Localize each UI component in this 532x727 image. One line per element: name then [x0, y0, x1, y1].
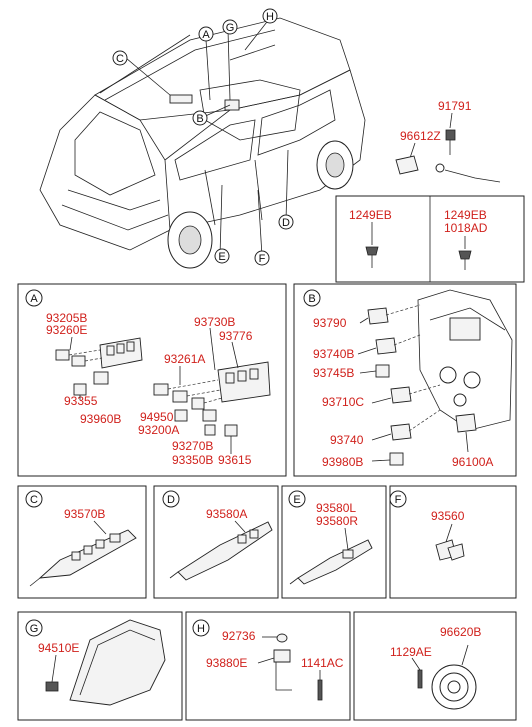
- panel-h: H 92736 93880E 1141AC: [185, 611, 351, 721]
- top-right-parts: 96612Z 91791 1249EB 1249EB 1018AD: [335, 99, 525, 283]
- part-93580L: 93580L: [316, 501, 356, 515]
- panel-b: B 93790 93740B 93745B 93710C 93740 93980…: [293, 283, 517, 477]
- part-1249EB-right: 1249EB: [444, 208, 487, 222]
- panel-horn: 96620B 1129AE: [353, 611, 517, 721]
- part-93615: 93615: [218, 453, 252, 467]
- part-96612Z: 96612Z: [400, 129, 441, 143]
- part-94510E: 94510E: [38, 641, 79, 655]
- part-1018AD: 1018AD: [444, 221, 488, 235]
- panel-c: C 93570B: [17, 485, 147, 599]
- panel-c-letter: C: [30, 494, 38, 506]
- part-93560: 93560: [431, 509, 465, 523]
- part-1249EB-left: 1249EB: [349, 208, 392, 222]
- part-93740B: 93740B: [313, 347, 354, 361]
- part-93355: 93355: [64, 394, 98, 408]
- part-93960B: 93960B: [80, 412, 121, 426]
- part-93740: 93740: [330, 433, 364, 447]
- vehicle-illustration: [39, 17, 366, 269]
- part-96620B: 96620B: [440, 625, 481, 639]
- panel-e: E 93580L 93580R: [281, 485, 387, 599]
- part-93776: 93776: [219, 329, 253, 343]
- part-93980B: 93980B: [322, 455, 363, 469]
- part-93261A: 93261A: [164, 352, 205, 366]
- callout-e: E: [218, 251, 225, 263]
- callout-b: B: [196, 113, 203, 125]
- part-93790: 93790: [313, 316, 347, 330]
- part-93580A: 93580A: [206, 507, 247, 521]
- panel-h-letter: H: [197, 623, 205, 635]
- vehicle-callouts: A B C D E F G H: [112, 8, 294, 266]
- panel-e-letter: E: [293, 494, 300, 506]
- part-1129AE: 1129AE: [390, 645, 432, 659]
- panel-g: G 94510E: [17, 611, 183, 721]
- part-93745B: 93745B: [313, 366, 354, 380]
- part-93350B: 93350B: [172, 453, 213, 467]
- panel-a-letter: A: [30, 293, 38, 305]
- part-92736: 92736: [222, 629, 256, 643]
- panel-f-letter: F: [395, 494, 402, 506]
- part-93270B: 93270B: [172, 439, 213, 453]
- part-93200A: 93200A: [138, 423, 179, 437]
- panel-b-letter: B: [308, 293, 315, 305]
- part-93570B: 93570B: [64, 507, 105, 521]
- part-93580R: 93580R: [316, 514, 358, 528]
- part-93260E: 93260E: [46, 323, 87, 337]
- callout-c: C: [116, 53, 124, 65]
- panel-d-letter: D: [167, 494, 175, 506]
- part-93730B: 93730B: [194, 315, 235, 329]
- part-1141AC: 1141AC: [301, 656, 344, 670]
- panel-d: D 93580A: [153, 485, 279, 599]
- panel-f: F 93560: [389, 485, 517, 599]
- part-93880E: 93880E: [206, 656, 247, 670]
- part-96100A: 96100A: [452, 455, 493, 469]
- callout-f: F: [259, 253, 266, 265]
- part-91791: 91791: [438, 99, 472, 113]
- part-93205B: 93205B: [46, 311, 87, 325]
- callout-d: D: [282, 217, 290, 229]
- callout-g: G: [226, 22, 235, 34]
- callout-h: H: [266, 11, 274, 23]
- panel-a: A 93205B 93260E 93355 93960B 93730B 9377…: [17, 283, 287, 477]
- part-94950: 94950: [140, 410, 174, 424]
- callout-a: A: [202, 29, 210, 41]
- panel-g-letter: G: [30, 623, 39, 635]
- part-93710C: 93710C: [322, 395, 364, 409]
